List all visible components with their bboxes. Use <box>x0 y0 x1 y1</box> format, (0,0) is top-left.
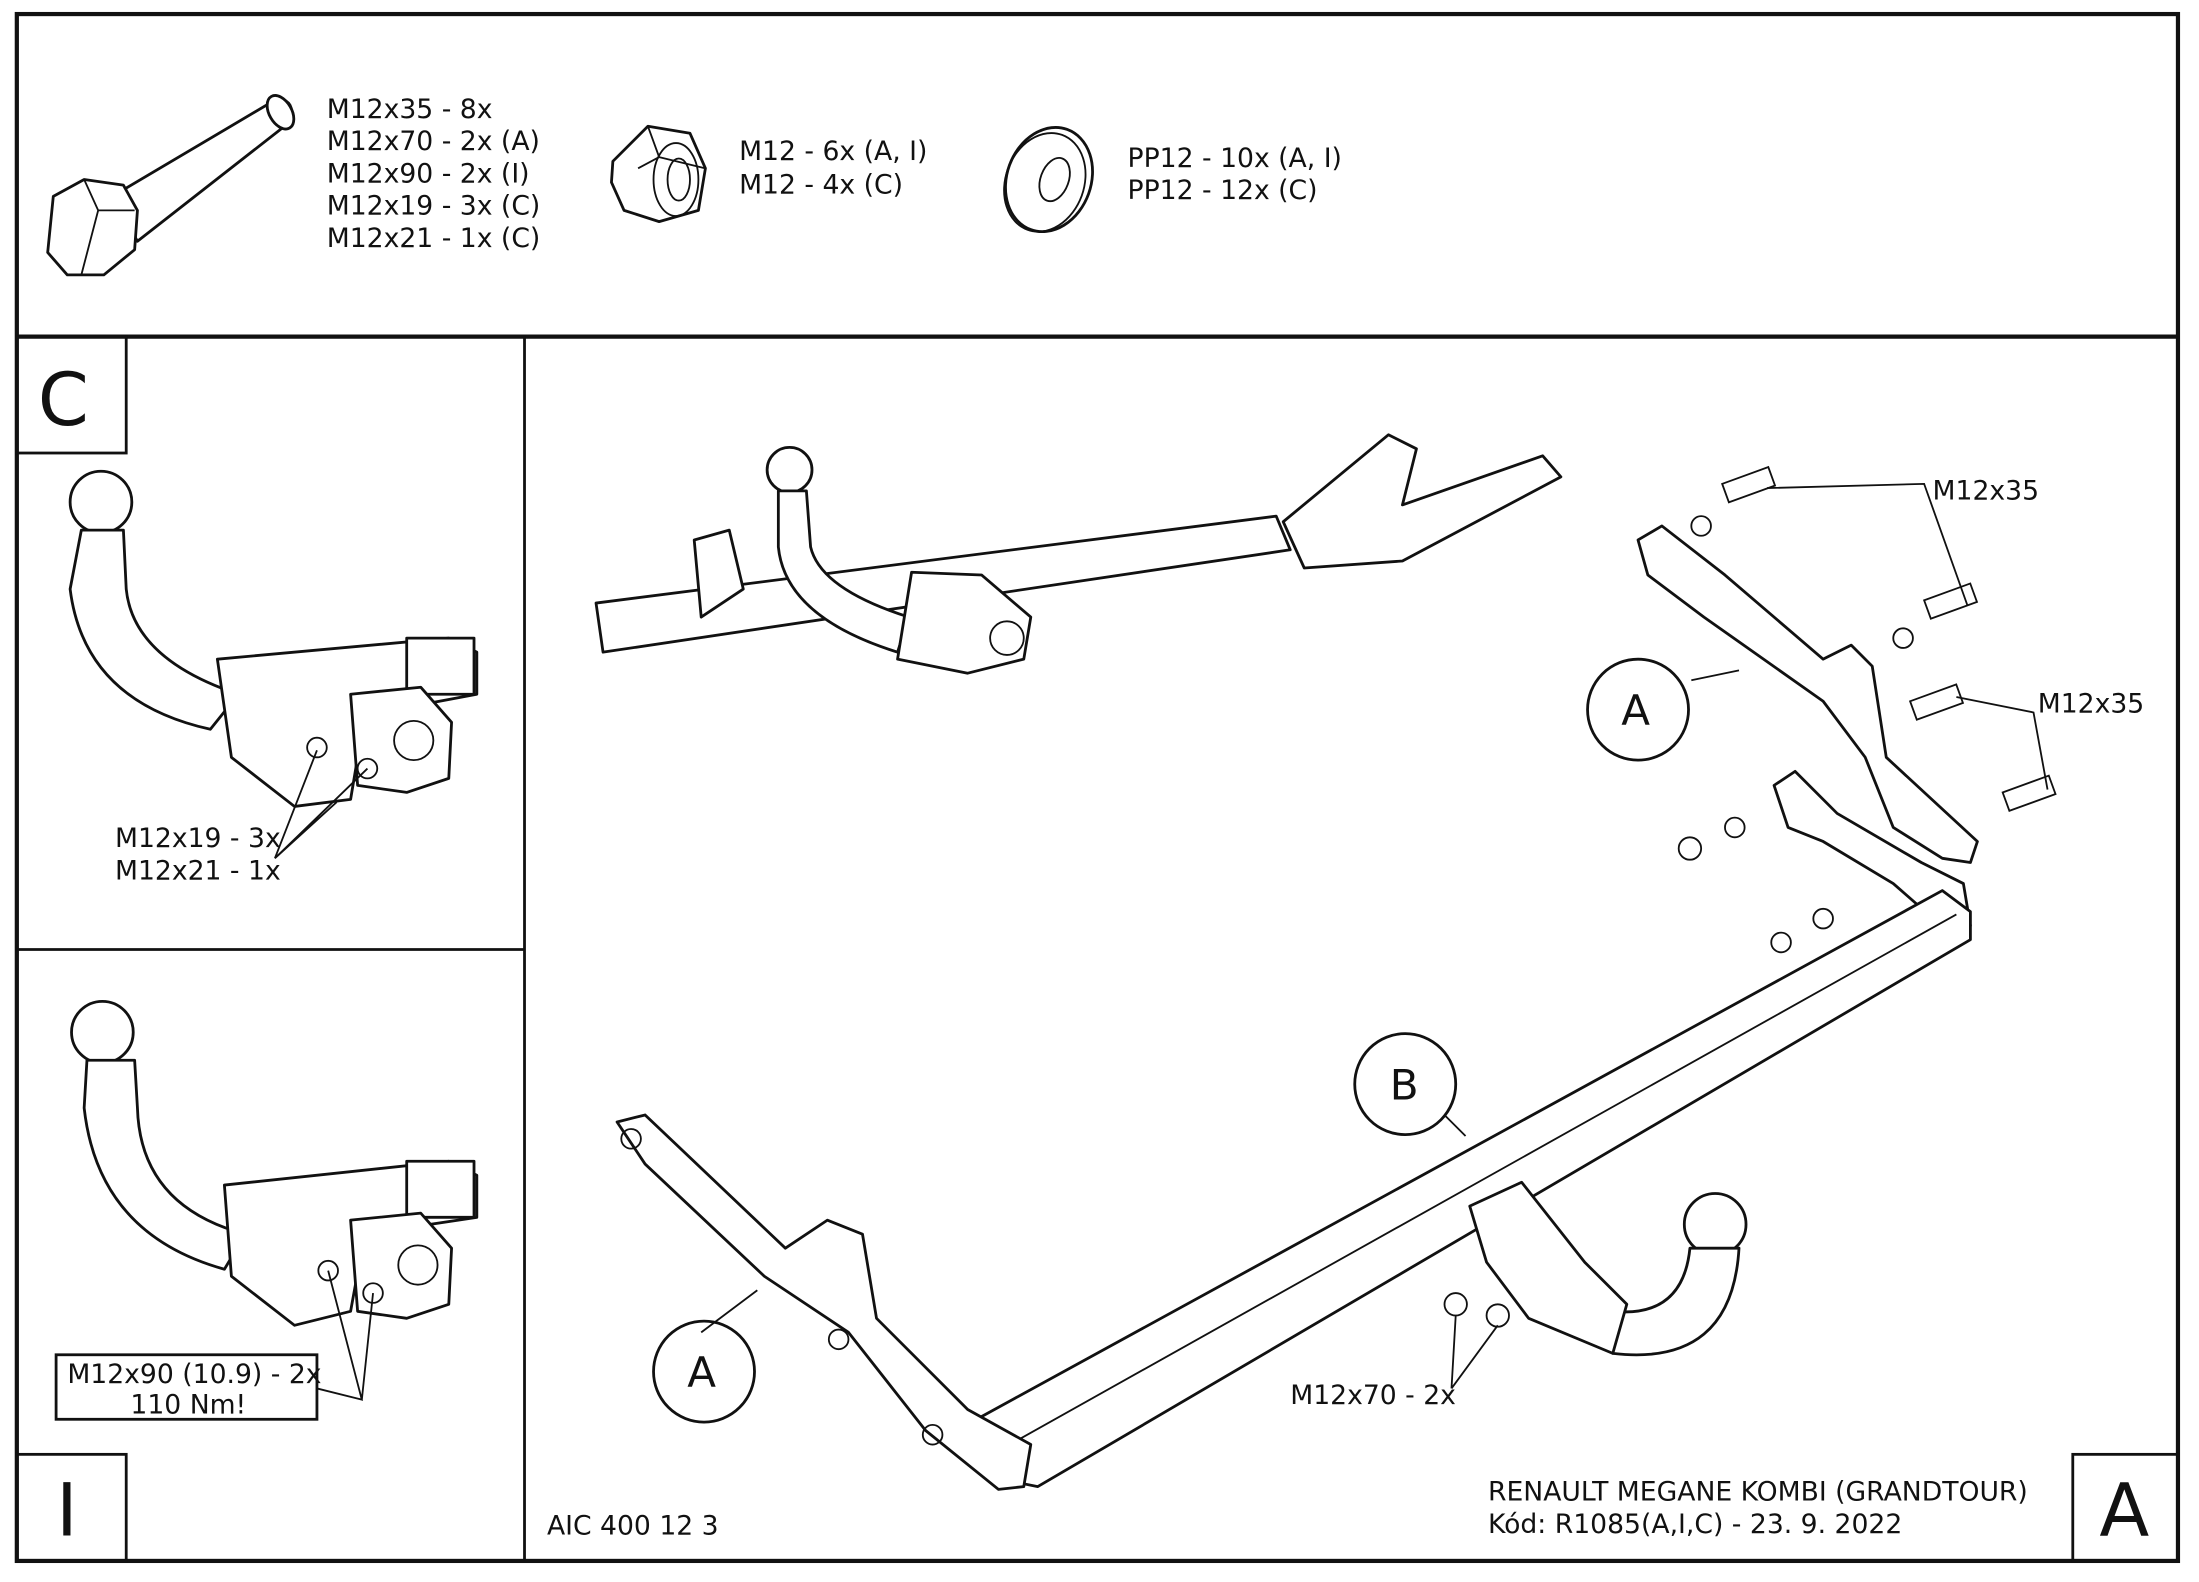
panel-i: I M12x90 (10.9) - 2x 110 Nm! <box>54 999 479 1554</box>
assembled-towbar-illustration <box>594 433 1563 675</box>
bolt-label: M12x70 - 2x <box>1290 1380 1456 1411</box>
drawing-code: Kód: R1085(A,I,C) - 23. 9. 2022 <box>1488 1509 1902 1540</box>
towbar-fixed-illustration <box>70 999 479 1327</box>
panel-letter: A <box>2099 1469 2149 1554</box>
nut-spec: M12 - 6x (A, I) <box>739 136 927 167</box>
nut-list: M12 - 6x (A, I) M12 - 4x (C) <box>739 136 927 201</box>
bolt-label: M12x90 (10.9) - 2x <box>67 1359 321 1390</box>
nut-spec: M12 - 4x (C) <box>739 170 903 201</box>
bolt-spec: M12x21 - 1x (C) <box>327 223 541 254</box>
bolt-label: M12x35 <box>2038 688 2144 719</box>
panel-letter: C <box>38 358 89 443</box>
bolt-spec: M12x35 - 8x <box>327 94 493 125</box>
washer-spec: PP12 - 10x (A, I) <box>1128 143 1342 174</box>
bolt-label: M12x19 - 3x <box>115 823 281 854</box>
part-number: AIC 400 12 3 <box>547 1510 719 1541</box>
bolt-label: M12x21 - 1x <box>115 855 281 886</box>
bolt-spec: M12x70 - 2x (A) <box>327 126 540 157</box>
callouts: A A B <box>652 657 1690 1424</box>
callout-a: A <box>687 1348 716 1397</box>
vehicle-title: RENAULT MEGANE KOMBI (GRANDTOUR) <box>1488 1477 2028 1508</box>
panel-letter: I <box>56 1469 78 1554</box>
washer-list: PP12 - 10x (A, I) PP12 - 12x (C) <box>1128 143 1342 206</box>
exploded-towbar-illustration <box>615 465 2057 1491</box>
washer-icon <box>1003 126 1094 234</box>
callout-b: B <box>1390 1061 1419 1110</box>
bolts-washers <box>620 465 2057 1446</box>
bolt-spec: M12x90 - 2x (I) <box>327 158 530 189</box>
torque-label: 110 Nm! <box>130 1390 246 1421</box>
callout-a: A <box>1621 686 1650 735</box>
washer-spec: PP12 - 12x (C) <box>1128 175 1318 206</box>
bolt-icon <box>46 94 296 277</box>
towbar-detachable-illustration <box>68 469 479 808</box>
drawing-frame <box>14 11 2181 1564</box>
nut-icon <box>610 124 707 224</box>
bolt-label: M12x35 <box>1933 475 2040 506</box>
panel-c: C M12x19 - 3x M12x21 - 1x <box>38 358 479 886</box>
bolt-list: M12x35 - 8x M12x70 - 2x (A) M12x90 - 2x … <box>327 94 541 254</box>
bolt-spec: M12x19 - 3x (C) <box>327 191 541 222</box>
